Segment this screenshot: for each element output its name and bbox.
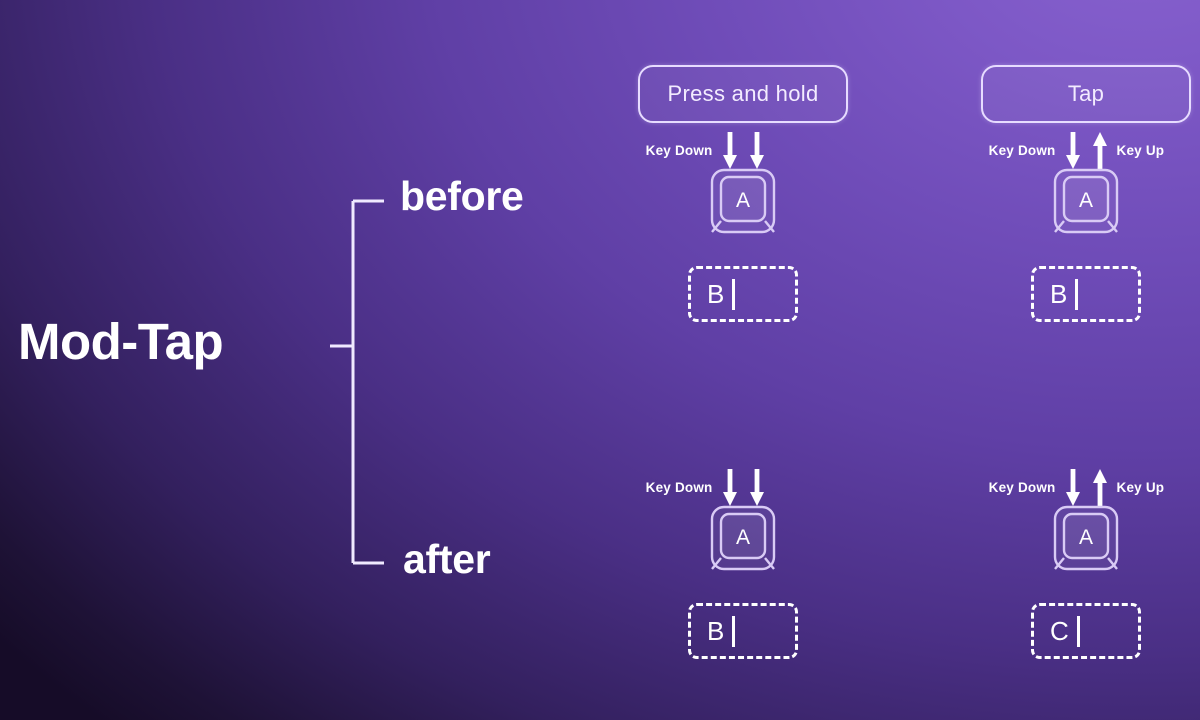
keycap-before-tap[interactable]: A bbox=[931, 166, 1200, 248]
column-header-tap[interactable]: Tap bbox=[981, 65, 1191, 123]
bracket-connector bbox=[330, 199, 384, 565]
arrow-up-icon bbox=[1092, 469, 1107, 506]
dashed-input-box[interactable]: C bbox=[1031, 603, 1141, 659]
column-header-press-and-hold[interactable]: Press and hold bbox=[638, 65, 848, 123]
keycap-icon: A bbox=[710, 168, 776, 234]
keycap-legend: A bbox=[1079, 526, 1093, 549]
key-down-caption: Key Down bbox=[988, 480, 1056, 496]
arrow-row-after-tap: Key Down Key Up bbox=[931, 468, 1200, 508]
arrow-pair bbox=[722, 132, 765, 170]
arrow-down-icon bbox=[1065, 132, 1080, 169]
branch-label-before: before bbox=[400, 173, 524, 219]
arrow-row-before-press: Key Down Key Up bbox=[588, 131, 898, 171]
arrow-row-before-tap: Key Down Key Up bbox=[931, 131, 1200, 171]
column-press-and-hold: Press and hold Key Down Key Up A bbox=[588, 0, 898, 720]
key-down-caption: Key Down bbox=[645, 143, 713, 159]
arrow-down-icon bbox=[1065, 469, 1080, 506]
text-field-before-press[interactable]: B bbox=[588, 266, 898, 322]
text-field-before-tap[interactable]: B bbox=[931, 266, 1200, 322]
text-caret bbox=[1076, 615, 1080, 647]
arrow-down-icon bbox=[749, 469, 764, 506]
arrow-down-icon bbox=[749, 132, 764, 169]
keycap-legend: A bbox=[1079, 189, 1093, 212]
keycap-before-press[interactable]: A bbox=[588, 166, 898, 248]
key-down-caption: Key Down bbox=[988, 143, 1056, 159]
left-label-group: Mod-Tap before after bbox=[18, 173, 524, 582]
field-letter: B bbox=[707, 616, 725, 646]
keycap-icon: A bbox=[1053, 168, 1119, 234]
text-caret bbox=[1075, 278, 1079, 310]
arrow-up-icon bbox=[1092, 132, 1107, 169]
arrow-down-icon bbox=[722, 469, 737, 506]
keycap-after-press[interactable]: A bbox=[588, 503, 898, 585]
keycap-after-tap[interactable]: A bbox=[931, 503, 1200, 585]
keycap-icon: A bbox=[1053, 505, 1119, 571]
branch-label-after: after bbox=[403, 536, 491, 582]
field-letter: C bbox=[1050, 616, 1069, 646]
keycap-icon: A bbox=[710, 505, 776, 571]
arrow-down-icon bbox=[722, 132, 737, 169]
dashed-input-box[interactable]: B bbox=[688, 603, 798, 659]
key-up-caption: Key Up bbox=[1116, 480, 1165, 496]
arrow-pair bbox=[1065, 132, 1108, 170]
keycap-legend: A bbox=[736, 526, 750, 549]
text-field-after-tap[interactable]: C bbox=[931, 603, 1200, 659]
column-tap: Tap Key Down Key Up A bbox=[931, 0, 1200, 720]
page-title: Mod-Tap bbox=[18, 313, 224, 370]
keycap-legend: A bbox=[736, 189, 750, 212]
key-down-caption: Key Down bbox=[645, 480, 713, 496]
text-field-after-press[interactable]: B bbox=[588, 603, 898, 659]
field-letter: B bbox=[707, 279, 725, 309]
field-letter: B bbox=[1050, 279, 1068, 309]
text-caret bbox=[732, 278, 736, 310]
arrow-pair bbox=[1065, 469, 1108, 507]
dashed-input-box[interactable]: B bbox=[1031, 266, 1141, 322]
key-up-caption: Key Up bbox=[1116, 143, 1165, 159]
arrow-pair bbox=[722, 469, 765, 507]
arrow-row-after-press: Key Down Key Up bbox=[588, 468, 898, 508]
text-caret bbox=[732, 615, 736, 647]
dashed-input-box[interactable]: B bbox=[688, 266, 798, 322]
